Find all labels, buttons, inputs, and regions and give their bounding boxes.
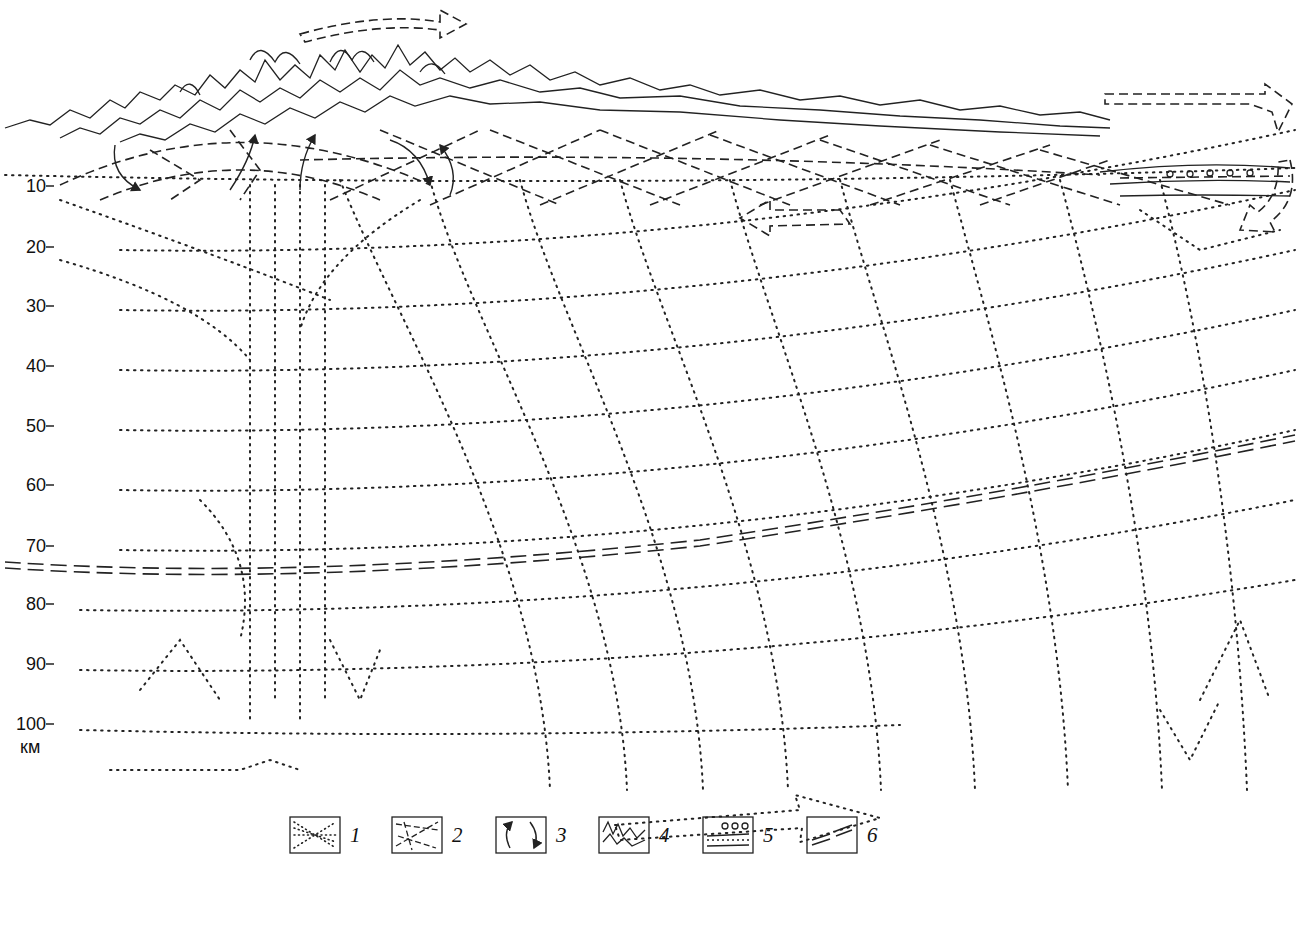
legend-number: 2: [452, 823, 463, 847]
depth-tick-label: 40: [2, 356, 46, 376]
sedimentary-basin: [1100, 165, 1290, 196]
depth-tick-label: 100: [2, 714, 46, 734]
depth-tick-label: 60: [2, 475, 46, 495]
mantle-flow-arrow: [615, 795, 880, 842]
convection-arrows: [114, 135, 453, 195]
boundary-line: [5, 435, 1295, 574]
legend-number: 6: [867, 823, 878, 847]
folded-strata: [5, 45, 1110, 142]
depth-tick-label: 90: [2, 654, 46, 674]
depth-tick-label: 70: [2, 536, 46, 556]
crust-flow-arrow: [740, 200, 850, 236]
depth-unit: км: [20, 737, 40, 757]
crust-lattice: [60, 130, 1230, 205]
legend-number: 5: [763, 823, 774, 847]
depth-tick-label: 80: [2, 594, 46, 614]
depth-tick-label: 30: [2, 296, 46, 316]
depth-tick-label: 10: [2, 176, 46, 196]
axis-ticks: [46, 186, 54, 724]
depth-tick-label: 20: [2, 237, 46, 257]
depth-tick-label: 50: [2, 416, 46, 436]
mantle-lattice: [5, 130, 1295, 790]
surface-flow-arrow: [300, 10, 466, 42]
legend-number: 4: [659, 823, 670, 847]
legend-number: 1: [350, 823, 361, 847]
legend-number: 3: [556, 823, 567, 847]
surface-flow-arrow: [1105, 84, 1292, 132]
legend-swatches: [290, 817, 857, 853]
